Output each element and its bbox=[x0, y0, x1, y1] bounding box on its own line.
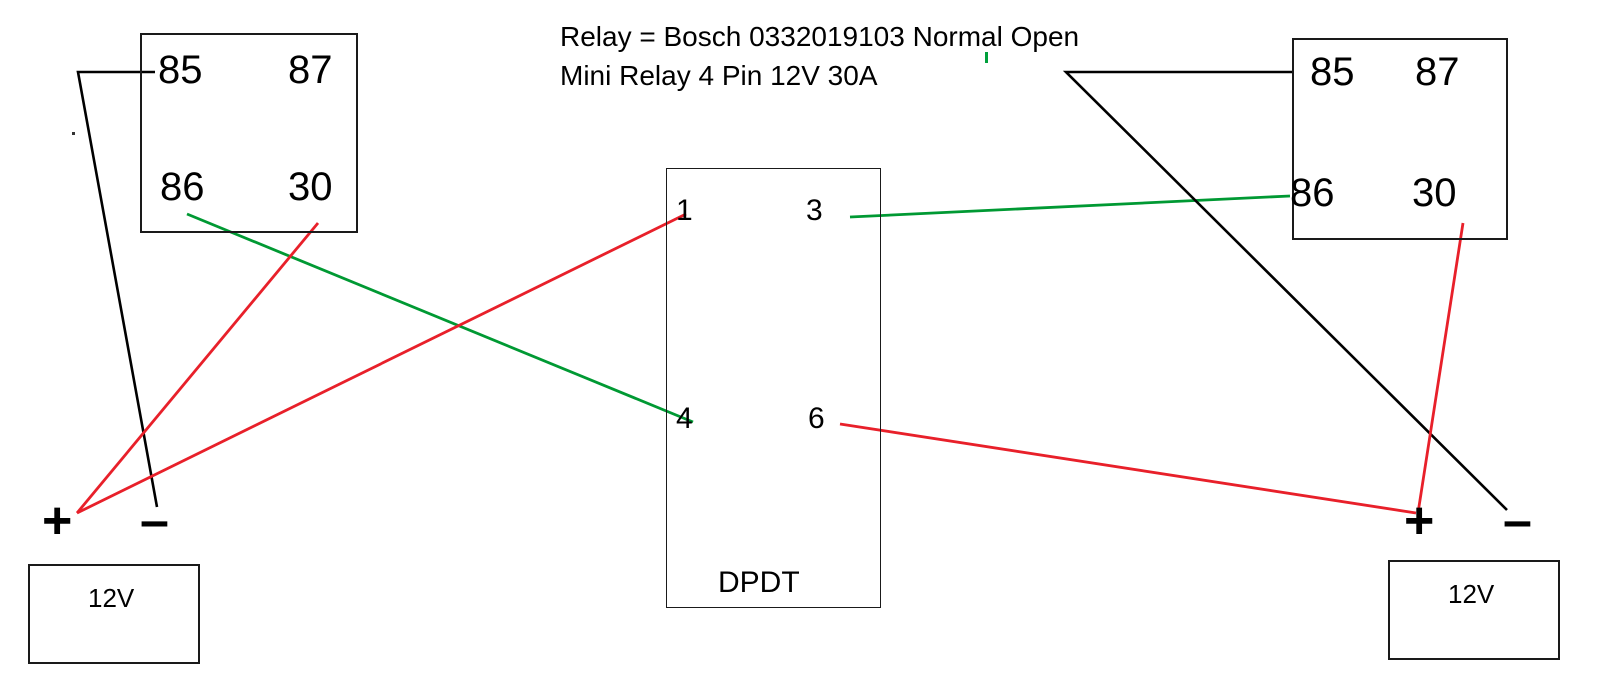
right-battery-box bbox=[1388, 560, 1560, 660]
right-battery-negative-terminal: – bbox=[1503, 492, 1532, 550]
wire-left-battery-positive-to-switch-pin-1 bbox=[76, 212, 687, 515]
left-battery-box bbox=[28, 564, 200, 664]
left-battery-positive-terminal: + bbox=[42, 492, 73, 550]
left-relay-pin-86-label: 86 bbox=[160, 165, 205, 209]
left-relay-pin-30-label: 30 bbox=[288, 165, 333, 209]
dpdt-switch-label: DPDT bbox=[718, 566, 800, 599]
wire-left-relay-30-to-left-battery-positive bbox=[75, 222, 320, 514]
right-relay-pin-87-label: 87 bbox=[1415, 50, 1460, 94]
switch-pin-4-label: 4 bbox=[676, 402, 693, 435]
left-relay-pin-87-label: 87 bbox=[288, 48, 333, 92]
dpdt-switch-box bbox=[666, 168, 881, 608]
right-relay-pin-85-label: 85 bbox=[1310, 50, 1355, 94]
dot-artifact bbox=[72, 132, 75, 135]
switch-pin-6-label: 6 bbox=[808, 402, 825, 435]
diagram-title-line-1: Relay = Bosch 0332019103 Normal Open bbox=[560, 21, 1080, 52]
wire-left-relay-86-to-switch-pin-4 bbox=[186, 212, 694, 424]
wire-switch-pin-3-to-right-relay-86 bbox=[849, 194, 1291, 219]
wire-switch-pin-6-to-right-battery-positive bbox=[839, 422, 1417, 515]
right-battery-positive-terminal: + bbox=[1404, 492, 1435, 550]
left-battery-label: 12V bbox=[88, 583, 135, 613]
wire-right-relay-30-to-right-battery-positive bbox=[1416, 222, 1465, 514]
switch-pin-3-label: 3 bbox=[806, 194, 823, 227]
left-battery-negative-terminal: – bbox=[140, 492, 169, 550]
left-relay-pin-85-label: 85 bbox=[158, 48, 203, 92]
diagram-title: Relay = Bosch 0332019103 Normal Open Min… bbox=[560, 18, 1079, 95]
wire-left-relay-85-to-left-battery-negative bbox=[76, 70, 159, 508]
right-relay-box bbox=[1292, 38, 1508, 240]
right-battery-label: 12V bbox=[1448, 579, 1495, 609]
right-relay-pin-86-label: 86 bbox=[1290, 171, 1335, 215]
green-tick-artifact bbox=[985, 52, 988, 63]
left-relay-box bbox=[140, 33, 358, 233]
diagram-title-line-2: Mini Relay 4 Pin 12V 30A bbox=[560, 59, 878, 91]
wire-right-relay-85-to-right-battery-negative bbox=[1062, 70, 1508, 511]
switch-pin-1-label: 1 bbox=[676, 194, 693, 227]
right-relay-pin-30-label: 30 bbox=[1412, 171, 1457, 215]
